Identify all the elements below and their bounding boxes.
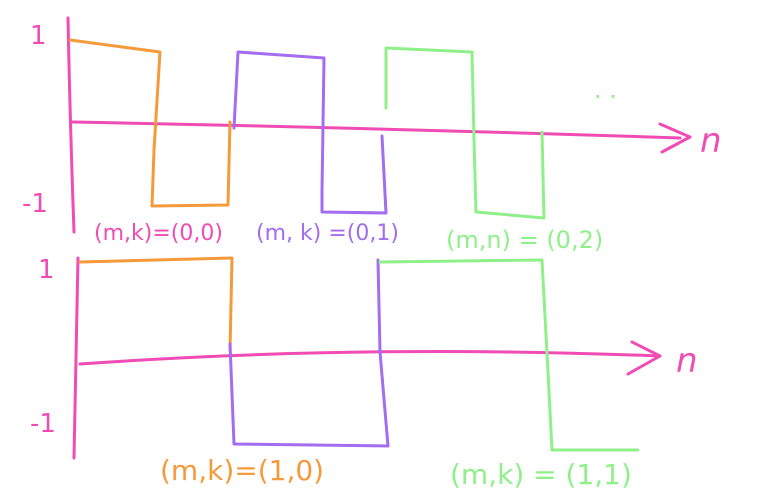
top-wave-green	[384, 46, 546, 220]
bottom-axis-label: n	[676, 341, 698, 381]
label-top-orange: (m,k)=(0,0)	[94, 221, 223, 246]
bottom-wave-purple	[228, 258, 390, 448]
label-top-purple: (m, k) =(0,1)	[256, 221, 399, 246]
top-tick-high: 1	[30, 21, 47, 51]
bottom-tick-low: -1	[30, 409, 56, 439]
top-wave-purple	[232, 50, 388, 215]
top-axis-arrowhead	[658, 122, 692, 154]
bottom-wave-green	[378, 258, 640, 452]
bottom-horizontal-axis	[78, 350, 662, 366]
label-top-green: (m,n) = (0,2)	[446, 226, 603, 254]
top-tick-low: -1	[22, 189, 48, 219]
bottom-wave-orange	[78, 256, 234, 352]
label-bottom-green: (m,k) = (1,1)	[450, 458, 632, 491]
label-bottom-orange: (m,k)=(1,0)	[160, 454, 324, 487]
top-horizontal-axis	[70, 120, 682, 140]
top-wave-orange	[68, 38, 232, 208]
bottom-vertical-axis	[72, 256, 80, 460]
top-ellipsis: . .	[594, 76, 617, 104]
top-axis-label: n	[700, 121, 722, 161]
bottom-axis-arrowhead	[626, 340, 662, 376]
bottom-tick-high: 1	[38, 255, 55, 285]
top-vertical-axis	[66, 16, 76, 234]
